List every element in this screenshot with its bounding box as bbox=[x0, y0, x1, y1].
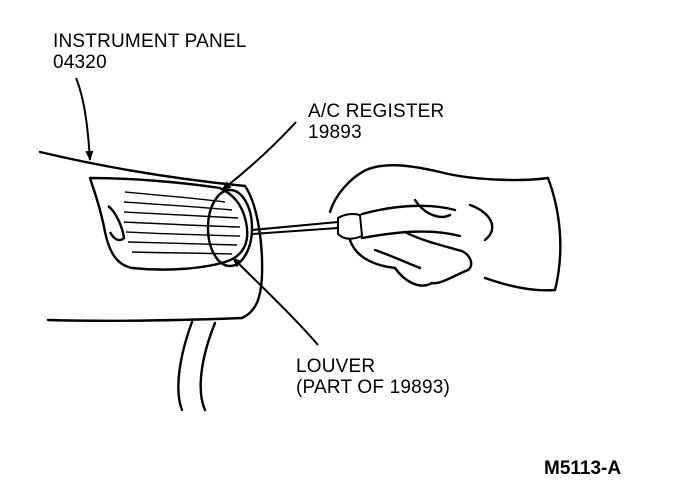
figure-id: M5113-A bbox=[544, 458, 622, 479]
ac-register-part-number: 19893 bbox=[308, 122, 362, 143]
ac-register-leader bbox=[221, 121, 297, 191]
instrument-panel-leader bbox=[75, 77, 94, 161]
ac-register-name: A/C REGISTER bbox=[308, 101, 445, 122]
louver-vanes bbox=[123, 191, 241, 255]
louver-leader bbox=[232, 257, 319, 346]
leader-arrows bbox=[75, 77, 319, 346]
screwdriver bbox=[251, 213, 364, 240]
instrument-panel-part-number: 04320 bbox=[53, 52, 107, 73]
louver-name: LOUVER bbox=[296, 356, 376, 377]
hand bbox=[328, 164, 562, 292]
ac-register-label: A/C REGISTER 19893 bbox=[308, 101, 444, 143]
instrument-panel-name: INSTRUMENT PANEL bbox=[53, 31, 247, 52]
instrument-panel-label: INSTRUMENT PANEL 04320 bbox=[53, 31, 247, 73]
instrument-panel-outline bbox=[38, 150, 264, 412]
louver-note: (PART OF 19893) bbox=[296, 377, 451, 398]
louver-label: LOUVER (PART OF 19893) bbox=[296, 356, 450, 398]
